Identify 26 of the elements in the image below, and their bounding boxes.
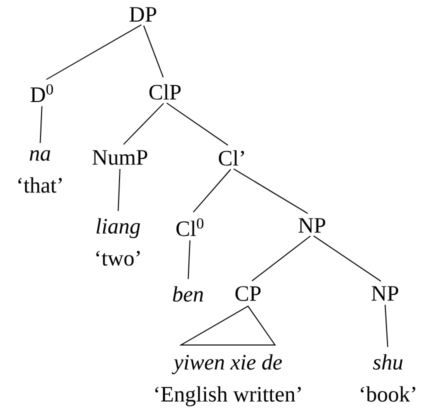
branch-line — [118, 168, 120, 212]
branch-line — [123, 102, 164, 145]
word-gloss: shu ‘book’ — [360, 354, 416, 402]
branch-line — [251, 236, 311, 282]
branch-line — [313, 235, 382, 282]
branch-line — [40, 106, 42, 144]
word-gloss: liang ‘two’ — [96, 218, 140, 266]
category-label: CP — [235, 286, 261, 301]
branch-line — [166, 102, 228, 146]
branch-line — [384, 304, 388, 348]
category-label: Cl’ — [218, 150, 244, 166]
branch-line — [192, 168, 232, 213]
branch-line — [233, 168, 308, 214]
category-label: Cl$^{0}$ — [176, 218, 204, 236]
category-label: DP — [130, 7, 156, 22]
category-label: NP — [298, 218, 326, 233]
category-label: D$^{0}$ — [30, 84, 53, 102]
category-label: NP — [372, 286, 398, 301]
word-gloss: na ‘that’ — [18, 150, 62, 193]
word-gloss: yiwen xie de ‘English written’ — [155, 354, 301, 406]
leaf-word: ben — [172, 286, 203, 302]
category-label: NumP — [92, 150, 148, 165]
category-label: ClP — [149, 84, 181, 100]
branch-line — [46, 24, 142, 80]
branch-line — [143, 25, 164, 78]
branch-line — [188, 240, 190, 280]
